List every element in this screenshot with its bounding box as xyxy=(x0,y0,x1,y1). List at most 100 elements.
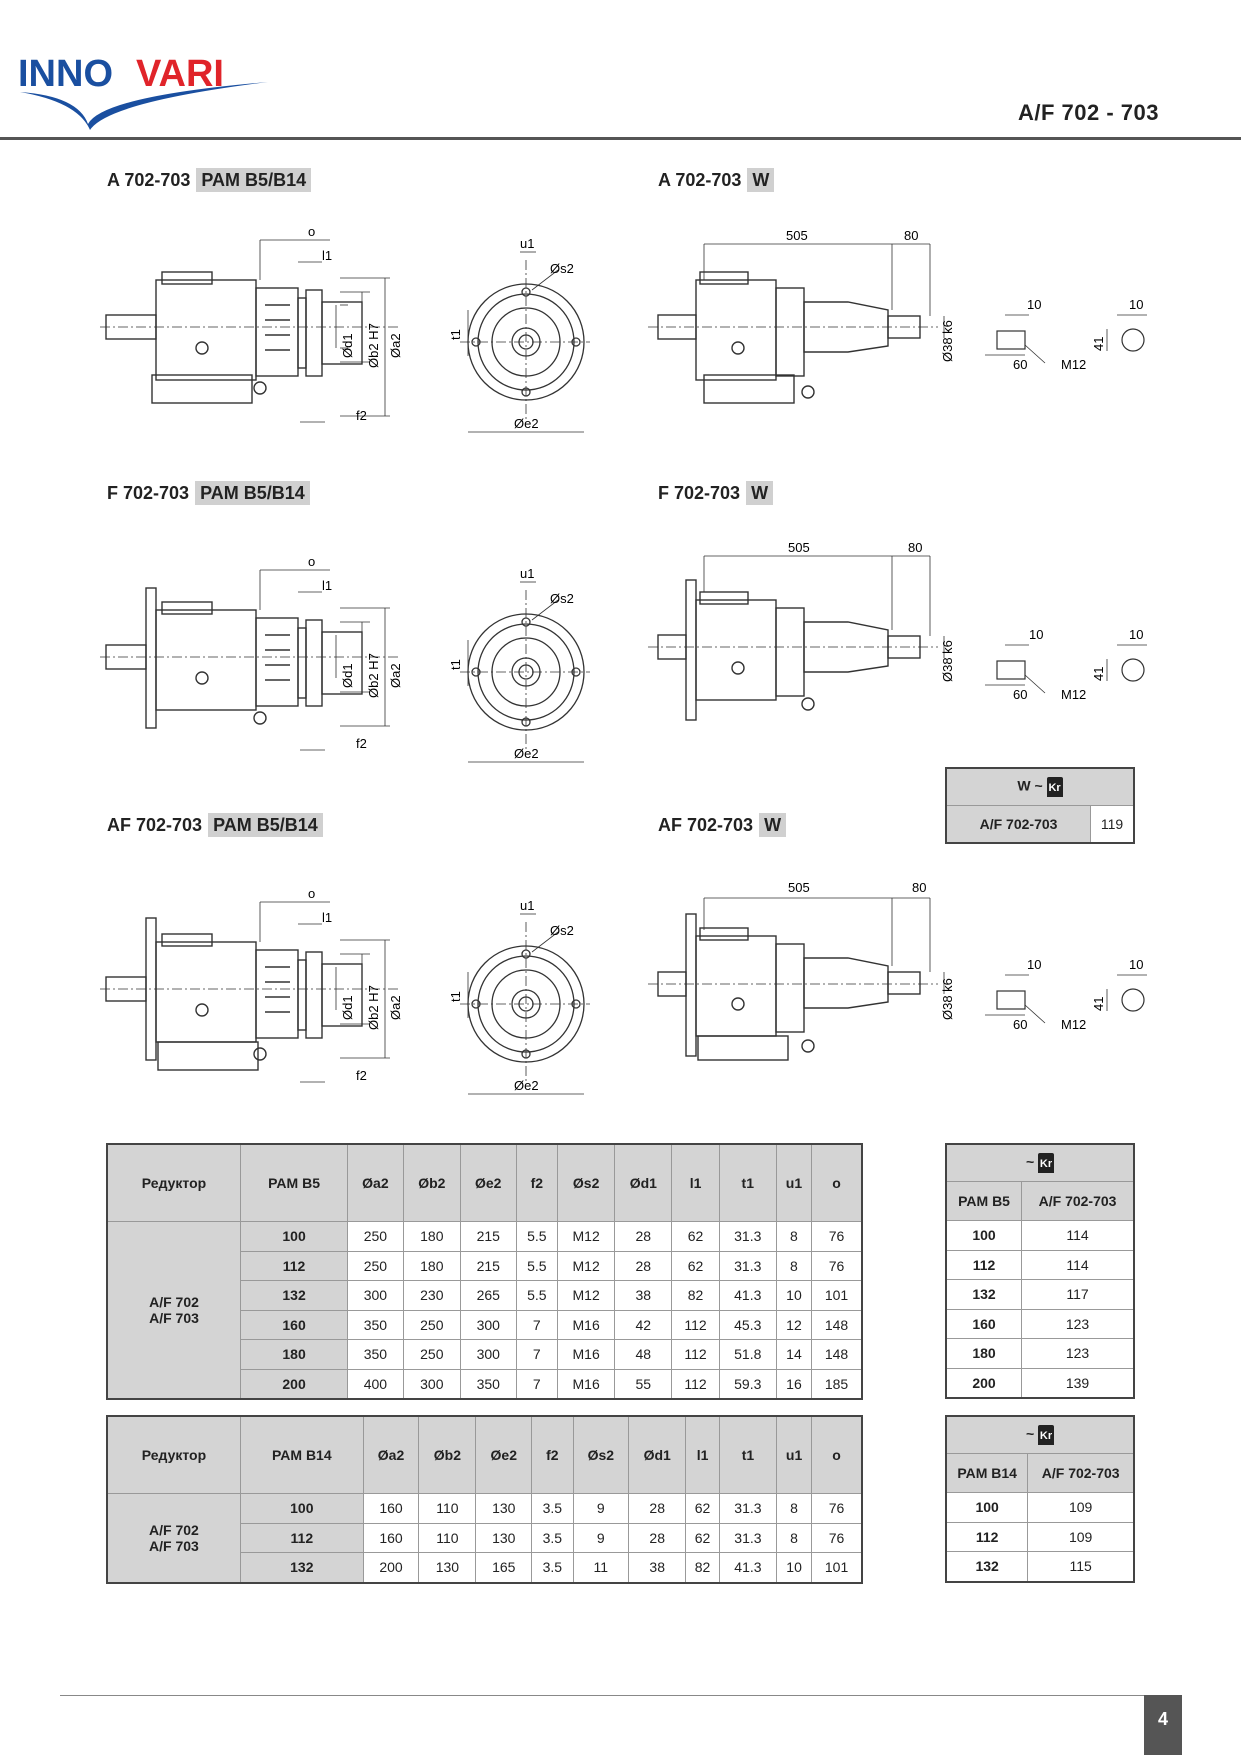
section-tag: PAM B5/B14 xyxy=(196,168,312,192)
value-cell: 3.5 xyxy=(531,1522,574,1553)
gearbox-w-drawing-af-w: 505 80 Ø38 k6 xyxy=(648,880,955,1061)
dim-80: 80 xyxy=(908,540,922,555)
dim-key-60: 60 xyxy=(1013,1017,1027,1032)
section-tag: W xyxy=(759,813,787,837)
weight-value-cell: 109 xyxy=(1027,1521,1135,1552)
value-cell: 31.3 xyxy=(718,1221,777,1252)
value-cell: 400 xyxy=(347,1368,404,1400)
weight-kr-icon: Kr xyxy=(1038,1153,1055,1173)
dim-l1: l1 xyxy=(322,248,332,263)
w-weight-header: W ~ Kr xyxy=(945,767,1135,806)
dim-key-41: 41 xyxy=(1091,997,1106,1011)
dim-key-m12: M12 xyxy=(1061,357,1086,372)
value-cell: M12 xyxy=(557,1250,616,1281)
column-header: Øa2 xyxy=(347,1143,404,1222)
value-cell: 112 xyxy=(671,1368,720,1400)
shaft-key-detail-a-w: 10 10 60 M12 41 xyxy=(985,297,1147,372)
value-cell: 130 xyxy=(475,1522,533,1553)
dim-l1: l1 xyxy=(322,578,332,593)
value-cell: 41.3 xyxy=(718,1280,777,1311)
column-header: u1 xyxy=(776,1415,813,1494)
value-cell: 59.3 xyxy=(718,1368,777,1400)
dim-80: 80 xyxy=(904,228,918,243)
section-model: A 702-703 xyxy=(107,170,191,190)
column-header: t1 xyxy=(718,1415,778,1494)
dim-b2: Øb2 H7 xyxy=(366,653,381,698)
dim-a2: Øa2 xyxy=(388,995,403,1020)
column-header: Ød1 xyxy=(614,1143,673,1222)
dim-u1: u1 xyxy=(520,898,534,913)
gearbox-side-drawing-af-pam: o l1 f2 Ød1 Øb2 H7 Øa2 xyxy=(100,886,403,1083)
value-cell: 76 xyxy=(811,1522,863,1553)
dim-shaft: Ø38 k6 xyxy=(940,978,955,1020)
value-cell: 14 xyxy=(775,1339,813,1370)
value-cell: 148 xyxy=(811,1339,863,1370)
dim-key-60: 60 xyxy=(1013,357,1027,372)
value-cell: 185 xyxy=(811,1368,863,1400)
gearbox-side-drawing-f-pam: o l1 f2 Ød1 Øb2 H7 Øa2 xyxy=(100,554,403,751)
value-cell: 48 xyxy=(614,1339,673,1370)
value-cell: 101 xyxy=(811,1552,863,1583)
pam-size-cell: 200 xyxy=(945,1367,1023,1399)
dim-key-10b: 10 xyxy=(1129,627,1143,642)
dim-d1: Ød1 xyxy=(340,663,355,688)
value-cell: 101 xyxy=(811,1280,863,1311)
section-model: F 702-703 xyxy=(107,483,190,503)
brand-logo: INNO VARI xyxy=(18,52,268,132)
weight-value-cell: 114 xyxy=(1021,1220,1135,1251)
w-weight-table: W ~ Kr A/F 702-703 119 xyxy=(945,767,1135,844)
value-cell: 12 xyxy=(775,1309,813,1340)
value-cell: 215 xyxy=(459,1221,517,1252)
pam-size-cell: 132 xyxy=(240,1280,349,1311)
value-cell: 350 xyxy=(459,1368,517,1400)
pam-size-cell: 200 xyxy=(240,1368,349,1400)
column-header: Øb2 xyxy=(418,1415,477,1494)
dim-key-m12: M12 xyxy=(1061,687,1086,702)
column-header: A/F 702-703 xyxy=(1027,1453,1135,1493)
value-cell: 31.3 xyxy=(718,1250,777,1281)
gearbox-w-drawing-f-w: 505 80 Ø38 k6 xyxy=(648,540,955,721)
value-cell: 250 xyxy=(347,1221,404,1252)
column-header: Øa2 xyxy=(362,1415,420,1494)
dim-e2: Øe2 xyxy=(514,416,539,431)
value-cell: 5.5 xyxy=(515,1280,559,1311)
logo-swoosh-icon xyxy=(20,82,268,130)
shaft-key-detail-af-w: 10 10 60 M12 41 xyxy=(985,957,1147,1032)
value-cell: M16 xyxy=(557,1339,616,1370)
value-cell: 31.3 xyxy=(718,1522,778,1553)
value-cell: 8 xyxy=(776,1493,813,1524)
value-cell: 180 xyxy=(402,1250,461,1281)
value-cell: 28 xyxy=(614,1250,673,1281)
reducer-model: A/F 702 xyxy=(149,1294,199,1310)
column-header: o xyxy=(811,1415,863,1494)
pam-size-cell: 132 xyxy=(239,1552,364,1583)
column-header: Øs2 xyxy=(557,1143,616,1222)
value-cell: 42 xyxy=(614,1309,673,1340)
column-header: Øs2 xyxy=(572,1415,630,1494)
weight-value-cell: 139 xyxy=(1021,1367,1135,1399)
dim-key-10a: 10 xyxy=(1027,297,1041,312)
value-cell: 76 xyxy=(811,1250,863,1281)
dim-f2: f2 xyxy=(356,736,367,751)
value-cell: 28 xyxy=(628,1493,687,1524)
pam-size-cell: 112 xyxy=(240,1250,349,1281)
dim-d1: Ød1 xyxy=(340,333,355,358)
value-cell: 31.3 xyxy=(718,1493,778,1524)
weight-kr-icon: Kr xyxy=(1038,1425,1055,1445)
value-cell: 200 xyxy=(362,1552,420,1583)
column-header: Редуктор xyxy=(106,1415,241,1494)
weight-value-cell: 123 xyxy=(1021,1338,1135,1369)
dim-f2: f2 xyxy=(356,1068,367,1083)
